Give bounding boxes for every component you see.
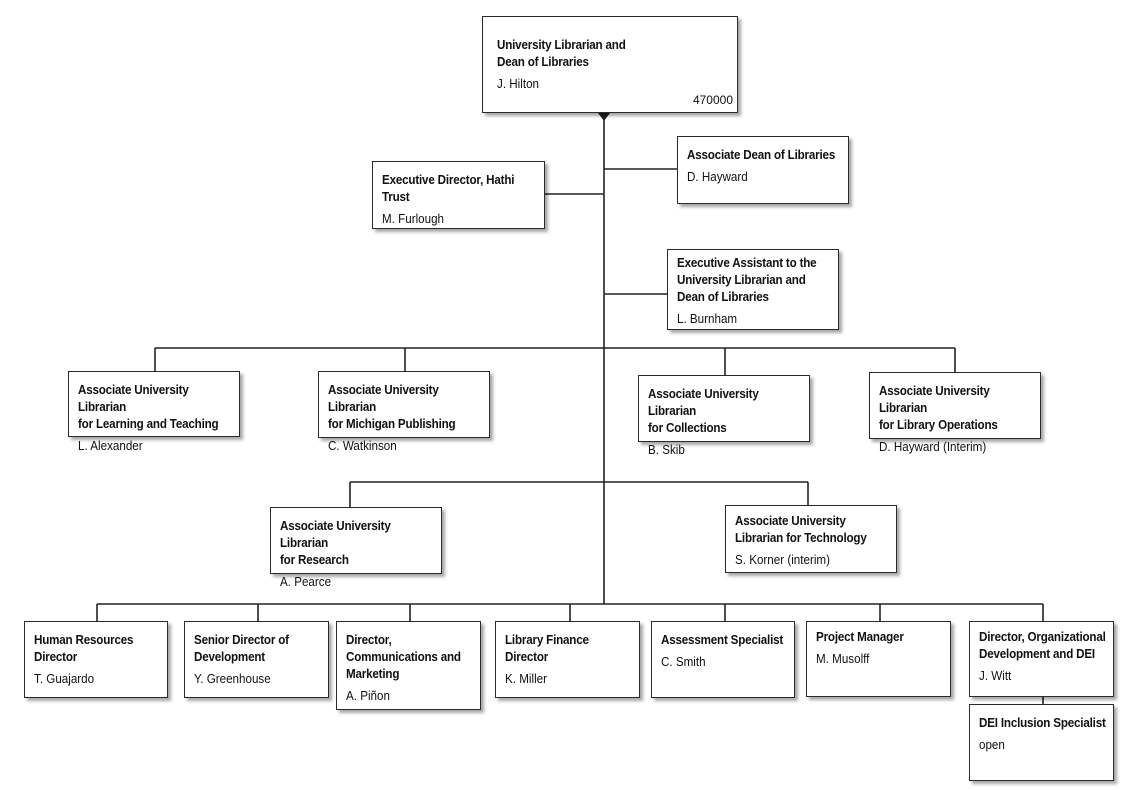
node-title: Senior Director of Development	[194, 633, 289, 664]
node-assessment-specialist: Assessment Specialist C. Smith	[651, 621, 795, 698]
node-person: K. Miller	[505, 672, 547, 686]
node-person: C. Smith	[661, 655, 706, 669]
node-title: Director, Communications and Marketing	[346, 633, 461, 681]
node-person: C. Watkinson	[328, 439, 397, 453]
node-title: Associate University Librarian for Libra…	[879, 384, 998, 432]
node-aul-library-operations: Associate University Librarian for Libra…	[869, 372, 1041, 454]
node-executive-assistant: Executive Assistant to the University Li…	[667, 249, 839, 330]
node-aul-research: Associate University Librarian for Resea…	[270, 507, 442, 589]
node-hathi-trust: Executive Director, Hathi Trust M. Furlo…	[372, 161, 545, 229]
node-dei-inclusion-specialist: DEI Inclusion Specialist open	[969, 704, 1114, 781]
node-director-org-development: Director, Organizational Development and…	[969, 621, 1114, 697]
node-hr-director: Human Resources Director T. Guajardo	[24, 621, 168, 698]
node-person: J. Witt	[979, 669, 1012, 683]
node-title: Executive Assistant to the University Li…	[677, 256, 817, 304]
node-title: Library Finance Director	[505, 633, 589, 664]
node-aul-michigan-publishing: Associate University Librarian for Michi…	[318, 371, 490, 453]
node-senior-director-development: Senior Director of Development Y. Greenh…	[184, 621, 329, 698]
node-aul-collections: Associate University Librarian for Colle…	[638, 375, 810, 457]
node-person: L. Alexander	[78, 439, 143, 453]
node-title: Executive Director, Hathi Trust	[382, 173, 515, 204]
node-project-manager: Project Manager M. Musolff	[806, 621, 951, 697]
node-person: D. Hayward (Interim)	[879, 440, 987, 454]
node-person: L. Burnham	[677, 312, 738, 326]
node-person: B. Skib	[648, 443, 685, 457]
node-code: 470000	[692, 93, 733, 107]
node-title: Associate University Librarian for Techn…	[735, 514, 867, 545]
node-title: Project Manager	[816, 630, 904, 644]
node-title: Associate University Librarian for Michi…	[328, 383, 456, 431]
node-title: University Librarian and Dean of Librari…	[497, 38, 626, 69]
node-title: Assessment Specialist	[661, 633, 784, 647]
node-director-communications: Director, Communications and Marketing A…	[336, 621, 481, 710]
node-title: DEI Inclusion Specialist	[979, 716, 1106, 730]
node-university-librarian: University Librarian and Dean of Librari…	[482, 16, 738, 113]
node-title: Associate Dean of Libraries	[687, 148, 836, 162]
node-title: Director, Organizational Development and…	[979, 630, 1106, 661]
node-title: Associate University Librarian for Resea…	[280, 519, 391, 567]
node-associate-dean: Associate Dean of Libraries D. Hayward	[677, 136, 849, 204]
node-title: Associate University Librarian for Colle…	[648, 387, 759, 435]
node-person: M. Furlough	[382, 212, 445, 226]
node-person: T. Guajardo	[34, 672, 95, 686]
node-person: open	[979, 738, 1005, 752]
node-person: A. Pearce	[280, 575, 332, 589]
node-person: D. Hayward	[687, 170, 748, 184]
node-person: Y. Greenhouse	[194, 672, 271, 686]
node-title: Associate University Librarian for Learn…	[78, 383, 219, 431]
node-person: M. Musolff	[816, 652, 870, 666]
root-arrow-marker	[598, 113, 610, 121]
node-aul-technology: Associate University Librarian for Techn…	[725, 505, 897, 573]
node-person: J. Hilton	[497, 77, 539, 91]
node-title: Human Resources Director	[34, 633, 134, 664]
node-person: A. Piñon	[346, 689, 390, 703]
node-library-finance-director: Library Finance Director K. Miller	[495, 621, 640, 698]
node-aul-learning-teaching: Associate University Librarian for Learn…	[68, 371, 240, 453]
node-person: S. Korner (interim)	[735, 553, 830, 567]
